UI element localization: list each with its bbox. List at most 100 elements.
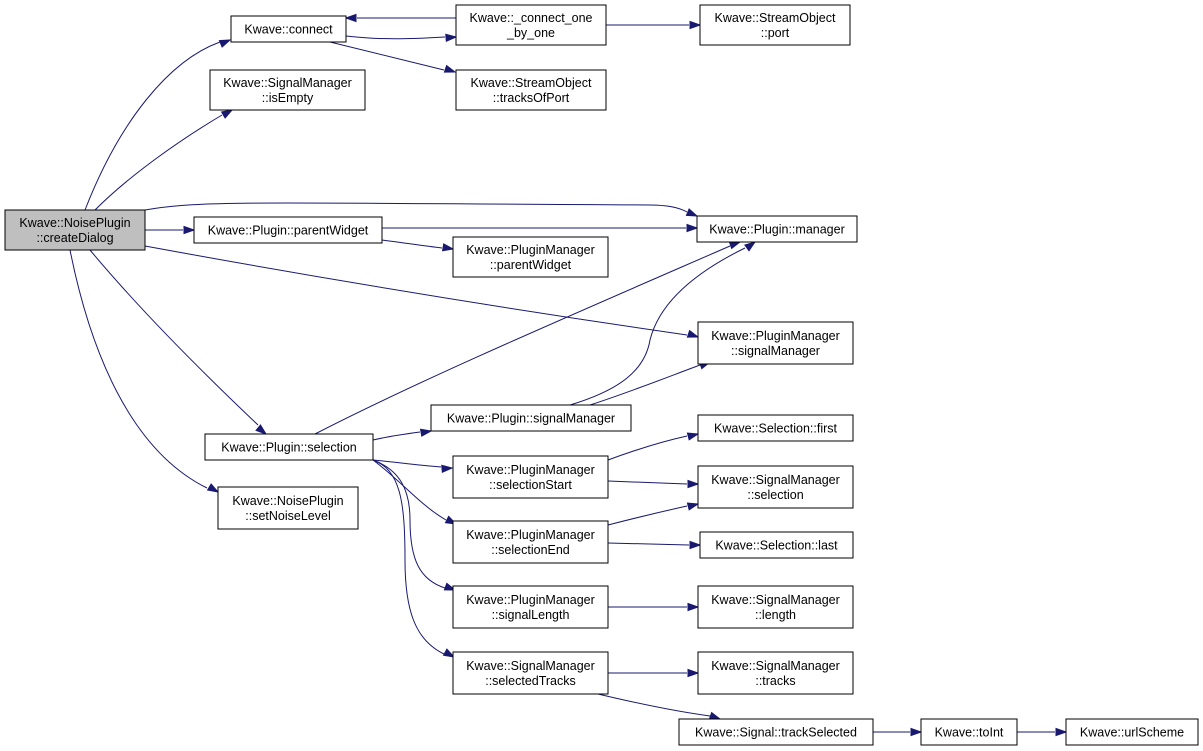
node-box <box>697 651 854 695</box>
edge-line <box>597 693 711 717</box>
node-toInt[interactable]: Kwave::toInt <box>920 718 1018 746</box>
node-pm_signalLength[interactable]: Kwave::PluginManager::signalLength <box>452 585 609 629</box>
edge-line <box>372 431 421 441</box>
edge-p_selection-to-p_signalManager <box>372 428 433 441</box>
node-connect_one[interactable]: Kwave::_connect_one_by_one <box>455 4 607 46</box>
node-setNoiseLevel[interactable]: Kwave::NoisePlugin::setNoiseLevel <box>217 486 359 530</box>
node-box <box>193 216 383 244</box>
edge-line <box>345 35 446 40</box>
edge-connect_one-to-connect <box>344 13 456 23</box>
node-sm_selectedTracks[interactable]: Kwave::SignalManager::selectedTracks <box>452 651 609 695</box>
edge-line <box>589 364 701 406</box>
node-label: Kwave::PluginManager <box>466 593 595 607</box>
node-sm_isEmpty[interactable]: Kwave::SignalManager::isEmpty <box>209 69 366 111</box>
node-sel_last[interactable]: Kwave::Selection::last <box>699 531 854 559</box>
node-sig_trackSelected[interactable]: Kwave::Signal::trackSelected <box>678 718 874 746</box>
node-label: Kwave::Plugin::manager <box>709 223 845 237</box>
edge-arrowhead <box>687 479 700 489</box>
edge-createDialog-to-sm_isEmpty <box>94 109 234 211</box>
node-label: ::selectionStart <box>489 478 572 492</box>
node-label: Kwave::PluginManager <box>466 528 595 542</box>
node-p_signalManager[interactable]: Kwave::Plugin::signalManager <box>430 404 632 432</box>
edge-createDialog-to-p_selection <box>89 249 268 435</box>
node-p_manager[interactable]: Kwave::Plugin::manager <box>696 215 858 243</box>
node-label: Kwave::StreamObject <box>715 11 836 25</box>
node-box <box>452 455 609 499</box>
node-pm_selectionStart[interactable]: Kwave::PluginManager::selectionStart <box>452 455 609 499</box>
edge-line <box>89 249 259 426</box>
node-box <box>204 433 374 461</box>
node-pm_selectionEnd[interactable]: Kwave::PluginManager::selectionEnd <box>452 520 609 564</box>
edge-line <box>69 249 208 489</box>
node-pm_signalManager[interactable]: Kwave::PluginManager::signalManager <box>697 321 854 365</box>
edge-line <box>607 542 690 546</box>
node-port[interactable]: Kwave::StreamObject::port <box>699 4 851 46</box>
edge-pm_selectionEnd-to-sel_last <box>607 540 702 550</box>
node-sm_selection[interactable]: Kwave::SignalManager::selection <box>697 465 854 509</box>
edge-arrowhead <box>441 243 455 252</box>
edge-arrowhead <box>206 483 220 493</box>
node-box <box>4 209 146 251</box>
node-box <box>452 585 609 629</box>
node-box <box>455 69 607 111</box>
edge-pm_selectionStart-to-sel_first <box>607 432 700 461</box>
node-label: Kwave::urlScheme <box>1080 726 1184 740</box>
node-urlScheme[interactable]: Kwave::urlScheme <box>1065 718 1199 746</box>
edge-arrowhead <box>445 33 458 43</box>
edge-sm_selectedTracks-to-sm_tracks <box>608 668 700 678</box>
node-label: Kwave::Plugin::selection <box>221 441 357 455</box>
edge-arrowhead <box>687 668 700 678</box>
node-label: Kwave::Selection::first <box>714 422 837 436</box>
edge-createDialog-to-setNoiseLevel <box>69 249 220 493</box>
edge-p_selection-to-sm_selectedTracks <box>372 459 456 658</box>
node-sel_first[interactable]: Kwave::Selection::first <box>697 414 854 442</box>
edge-sm_selectedTracks-to-sig_trackSelected <box>597 693 722 720</box>
node-label: ::isEmpty <box>262 91 314 105</box>
edge-arrowhead <box>689 540 702 550</box>
node-connect[interactable]: Kwave::connect <box>230 15 347 43</box>
node-sm_length[interactable]: Kwave::SignalManager::length <box>697 585 854 629</box>
edge-connect-to-tracksOfPort <box>329 41 457 73</box>
node-label: Kwave::_connect_one <box>469 11 592 25</box>
edge-p_selection-to-pm_signalLength <box>372 459 457 591</box>
node-box <box>678 718 874 746</box>
node-label: _by_one <box>506 26 555 40</box>
node-label: Kwave::SignalManager <box>711 659 840 673</box>
node-box <box>697 414 854 442</box>
call-graph-edges <box>69 13 1068 737</box>
node-label: Kwave::PluginManager <box>711 329 840 343</box>
node-label: ::selectedTracks <box>485 674 576 688</box>
edge-arrowhead <box>686 223 699 233</box>
node-box <box>452 651 609 695</box>
node-sm_tracks[interactable]: Kwave::SignalManager::tracks <box>697 651 854 695</box>
node-label: Kwave::Selection::last <box>715 539 838 553</box>
edge-pm_signalLength-to-sm_length <box>608 602 700 612</box>
node-label: Kwave::NoisePlugin <box>232 494 343 508</box>
edge-arrowhead <box>255 424 268 435</box>
node-box <box>217 486 359 530</box>
node-p_selection[interactable]: Kwave::Plugin::selection <box>204 433 374 461</box>
node-label: Kwave::StreamObject <box>471 76 592 90</box>
edge-arrowhead <box>744 241 757 252</box>
edge-line <box>144 245 688 336</box>
node-label: Kwave::SignalManager <box>466 659 595 673</box>
node-pm_parentWidget[interactable]: Kwave::PluginManager::parentWidget <box>452 236 609 278</box>
node-box <box>920 718 1018 746</box>
edge-line <box>314 245 731 435</box>
edge-toInt-to-urlScheme <box>1017 727 1068 737</box>
edge-arrowhead <box>1055 727 1068 737</box>
node-box <box>697 585 854 629</box>
node-label: ::selection <box>747 488 803 502</box>
node-tracksOfPort[interactable]: Kwave::StreamObject::tracksOfPort <box>455 69 607 111</box>
node-label: ::signalLength <box>492 608 570 622</box>
node-createDialog[interactable]: Kwave::NoisePlugin::createDialog <box>4 209 146 251</box>
node-p_parentWidget[interactable]: Kwave::Plugin::parentWidget <box>193 216 383 244</box>
edge-p_selection-to-pm_selectionStart <box>372 459 454 474</box>
node-label: Kwave::toInt <box>935 726 1004 740</box>
edge-pm_selectionStart-to-sm_selection <box>607 479 700 489</box>
edge-line <box>607 435 688 461</box>
node-label: Kwave::connect <box>244 23 333 37</box>
edge-connect-to-connect_one <box>345 33 458 43</box>
edge-createDialog-to-p_parentWidget <box>145 225 196 235</box>
